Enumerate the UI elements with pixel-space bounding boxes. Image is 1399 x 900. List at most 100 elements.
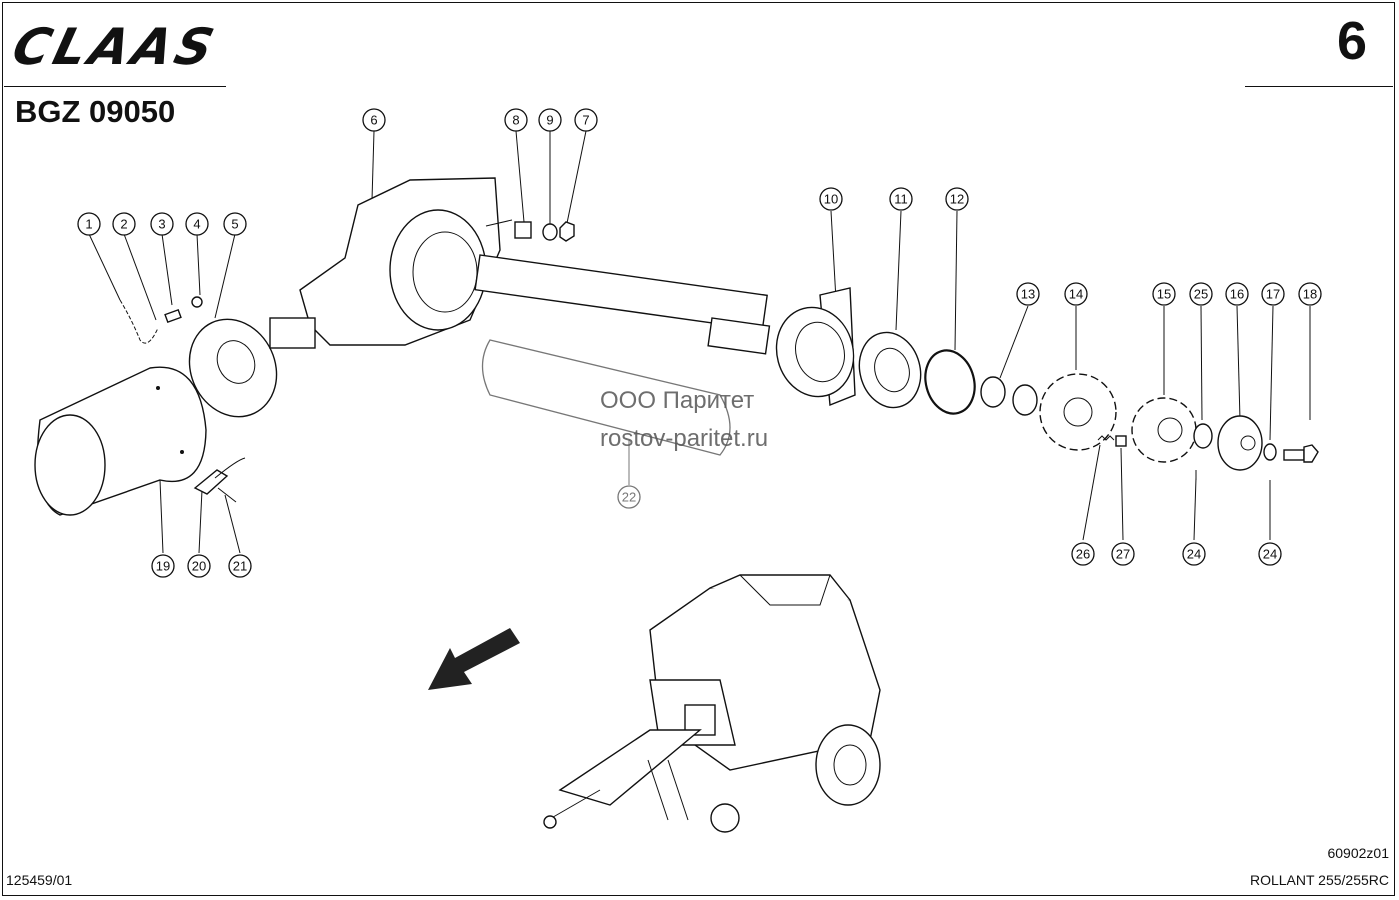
- callout-25: 25: [1189, 282, 1213, 306]
- callout-label: 6: [370, 113, 377, 128]
- callout-label: 7: [582, 113, 589, 128]
- callout-circle: [187, 554, 211, 578]
- part-sprocket-small: [1131, 397, 1197, 463]
- part-bearing: [858, 331, 922, 409]
- part-chain: [119, 296, 203, 344]
- part-flange-disc: [188, 318, 278, 418]
- callout-circle: [112, 212, 136, 236]
- callout-label: 15: [1157, 287, 1171, 302]
- callout-circle: [1261, 282, 1285, 306]
- callout-circle: [1182, 542, 1206, 566]
- callout-label: 27: [1116, 547, 1130, 562]
- part-bushings: [980, 376, 1038, 416]
- callout-circle: [185, 212, 209, 236]
- callout-15: 15: [1152, 282, 1176, 306]
- callout-circle: [151, 554, 175, 578]
- callout-label: 11: [894, 192, 908, 207]
- callout-circle: [1298, 282, 1322, 306]
- callout-label: 5: [231, 217, 238, 232]
- callout-label: 17: [1266, 287, 1280, 302]
- callout-label: 22: [622, 490, 636, 505]
- part-circlip: [924, 349, 976, 415]
- part-guard-tube: [481, 339, 731, 456]
- callout-circle: [1016, 282, 1040, 306]
- baler-machine-icon: [543, 574, 881, 833]
- callout-10: 10: [819, 187, 843, 211]
- callout-label: 13: [1021, 287, 1035, 302]
- callout-label: 16: [1230, 287, 1244, 302]
- callout-label: 24: [1187, 547, 1201, 562]
- callout-4: 4: [185, 212, 209, 236]
- callout-circle: [504, 108, 528, 132]
- header-rule-left: [4, 86, 226, 87]
- callout-circle: [1189, 282, 1213, 306]
- callout-label: 8: [512, 113, 519, 128]
- callout-label: 25: [1194, 287, 1208, 302]
- callout-label: 4: [193, 217, 200, 232]
- callout-19: 19: [151, 554, 175, 578]
- callout-circle: [228, 554, 252, 578]
- footer-left-code: 125459/01: [6, 872, 73, 888]
- callout-label: 2: [120, 217, 127, 232]
- callout-circle: [1111, 542, 1135, 566]
- callout-label: 12: [950, 192, 964, 207]
- callout-label: 24: [1263, 547, 1277, 562]
- callout-circle: [945, 187, 969, 211]
- part-latch: [193, 457, 246, 503]
- callout-label: 14: [1069, 287, 1083, 302]
- callout-5: 5: [223, 212, 247, 236]
- drawing-code: 60902z01: [1327, 845, 1389, 861]
- callout-label: 18: [1303, 287, 1317, 302]
- part-gearbox: [269, 177, 771, 355]
- callout-3: 3: [150, 212, 174, 236]
- watermark-line-1: ООО Паритет: [600, 387, 755, 414]
- footer-model: ROLLANT 255/255RC: [1249, 872, 1389, 888]
- callout-circle: [617, 485, 641, 509]
- watermark-line-2: rostov-paritet.ru: [600, 425, 769, 452]
- callout-circle: [1258, 542, 1282, 566]
- callout-16: 16: [1225, 282, 1249, 306]
- part-bearing-housing: [775, 287, 856, 406]
- callout-9: 9: [538, 108, 562, 132]
- callout-22: 22: [617, 485, 641, 509]
- callout-label: 9: [546, 113, 553, 128]
- callout-2: 2: [112, 212, 136, 236]
- leader-lines: [88, 130, 1311, 554]
- callout-label: 20: [192, 559, 206, 574]
- part-fasteners-top: [514, 221, 575, 242]
- header-rule-right: [1245, 86, 1393, 87]
- watermark: ООО Паритет rostov-paritet.ru: [600, 382, 768, 458]
- callout-26: 26: [1071, 542, 1095, 566]
- callout-circle: [819, 187, 843, 211]
- sheet-number: 6: [1336, 11, 1367, 71]
- callout-circle: [1225, 282, 1249, 306]
- callout-17: 17: [1261, 282, 1285, 306]
- callout-circle: [150, 212, 174, 236]
- part-end-hardware: [1193, 415, 1319, 490]
- callout-24: 24: [1182, 542, 1206, 566]
- callout-circle: [362, 108, 386, 132]
- callout-circle: [538, 108, 562, 132]
- callout-21: 21: [228, 554, 252, 578]
- part-cover-drum: [34, 366, 207, 516]
- callout-label: 19: [156, 559, 170, 574]
- callout-7: 7: [574, 108, 598, 132]
- callout-12: 12: [945, 187, 969, 211]
- callout-6: 6: [362, 108, 386, 132]
- callout-label: 26: [1076, 547, 1090, 562]
- callout-24: 24: [1258, 542, 1282, 566]
- callout-circle: [574, 108, 598, 132]
- callout-8: 8: [504, 108, 528, 132]
- callout-11: 11: [889, 187, 913, 211]
- arrow-direction-icon: [428, 628, 520, 690]
- callout-27: 27: [1111, 542, 1135, 566]
- callout-circle: [1152, 282, 1176, 306]
- callout-label: 10: [824, 192, 838, 207]
- callout-label: 3: [158, 217, 165, 232]
- callout-circle: [77, 212, 101, 236]
- part-spring-pin: [1097, 435, 1127, 447]
